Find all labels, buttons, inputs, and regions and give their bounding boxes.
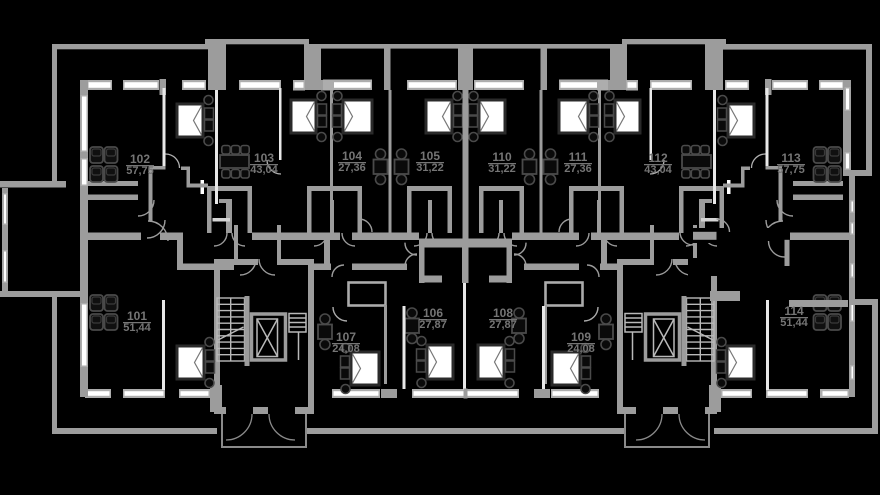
svg-text:27,87: 27,87: [489, 319, 517, 331]
svg-text:51,44: 51,44: [780, 317, 808, 329]
svg-text:112: 112: [648, 151, 668, 165]
svg-text:31,22: 31,22: [416, 162, 444, 174]
svg-text:109: 109: [571, 330, 591, 344]
svg-text:103: 103: [254, 151, 274, 165]
svg-text:27,36: 27,36: [338, 162, 366, 174]
svg-text:108: 108: [493, 306, 513, 320]
svg-text:31,22: 31,22: [488, 163, 516, 175]
svg-text:43,04: 43,04: [250, 164, 278, 176]
svg-text:24,08: 24,08: [567, 343, 595, 355]
svg-text:111: 111: [569, 150, 588, 164]
svg-text:43,04: 43,04: [644, 164, 672, 176]
svg-text:104: 104: [342, 149, 362, 163]
svg-text:101: 101: [127, 309, 147, 323]
svg-text:27,36: 27,36: [564, 163, 592, 175]
svg-text:57,75: 57,75: [126, 165, 154, 177]
svg-text:24,08: 24,08: [332, 343, 360, 355]
svg-text:27,87: 27,87: [419, 319, 447, 331]
svg-text:106: 106: [423, 306, 443, 320]
svg-text:113: 113: [781, 151, 801, 165]
svg-text:105: 105: [420, 149, 440, 163]
svg-text:110: 110: [492, 150, 512, 164]
svg-text:51,44: 51,44: [123, 322, 151, 334]
svg-text:114: 114: [784, 304, 804, 318]
svg-text:102: 102: [130, 152, 150, 166]
svg-text:107: 107: [336, 330, 356, 344]
svg-text:57,75: 57,75: [777, 164, 805, 176]
